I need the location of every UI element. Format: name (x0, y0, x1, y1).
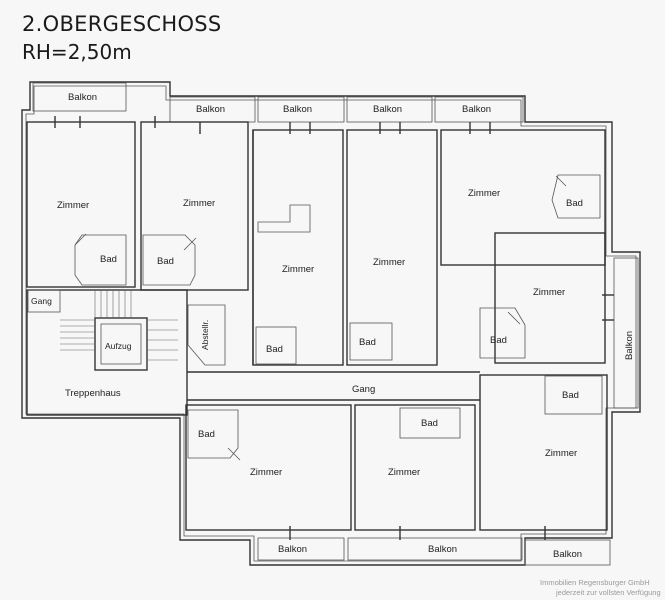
watermark-line-2: jederzeit zur vollsten Verfügung (555, 588, 661, 597)
label-gang-main: Gang (352, 384, 375, 395)
label-balkon-b2: Balkon (428, 544, 457, 555)
watermark-line-1: Immobilien Regensburger GmbH (540, 578, 650, 587)
label-abstellr: Abstellr. (200, 320, 210, 350)
label-bad-8: Bad (198, 429, 215, 440)
label-balkon-b3: Balkon (553, 549, 582, 560)
label-balkon-b1: Balkon (278, 544, 307, 555)
label-bad-2: Bad (157, 256, 174, 267)
label-zimmer-1: Zimmer (57, 200, 89, 211)
label-bad-3: Bad (566, 198, 583, 209)
label-zimmer-6: Zimmer (533, 287, 565, 298)
label-zimmer-4: Zimmer (373, 257, 405, 268)
label-zimmer-7: Zimmer (250, 467, 282, 478)
label-balkon-3: Balkon (283, 104, 312, 115)
window-markers (54, 116, 614, 540)
label-balkon-right: Balkon (624, 331, 635, 360)
exterior-walls (21, 81, 641, 566)
bathrooms (74, 174, 603, 459)
label-zimmer-8: Zimmer (388, 467, 420, 478)
label-bad-6: Bad (490, 335, 507, 346)
label-bad-5: Bad (359, 337, 376, 348)
label-balkon-4: Balkon (373, 104, 402, 115)
label-balkon-2: Balkon (196, 104, 225, 115)
label-gang-top: Gang (31, 296, 52, 306)
label-balkon-5: Balkon (462, 104, 491, 115)
label-bad-1: Bad (100, 254, 117, 265)
interior-walls (26, 121, 608, 531)
outer-balconies (257, 257, 639, 566)
label-bad-9: Bad (421, 418, 438, 429)
stairwell (27, 289, 226, 371)
label-zimmer-3: Zimmer (282, 264, 314, 275)
label-bad-4: Bad (266, 344, 283, 355)
room-labels: Balkon Balkon Balkon Balkon Balkon Zimme… (31, 92, 635, 560)
label-treppenhaus: Treppenhaus (65, 388, 121, 399)
label-zimmer-2: Zimmer (183, 198, 215, 209)
label-bad-7: Bad (562, 390, 579, 401)
label-aufzug: Aufzug (105, 341, 132, 351)
watermark: Immobilien Regensburger GmbH jederzeit z… (540, 578, 661, 597)
top-balconies (32, 82, 524, 123)
room-height: RH=2,50m (22, 40, 132, 64)
label-zimmer-5: Zimmer (468, 188, 500, 199)
label-balkon-1: Balkon (68, 92, 97, 103)
floor-title: 2.OBERGESCHOSS (22, 12, 222, 36)
label-zimmer-9: Zimmer (545, 448, 577, 459)
